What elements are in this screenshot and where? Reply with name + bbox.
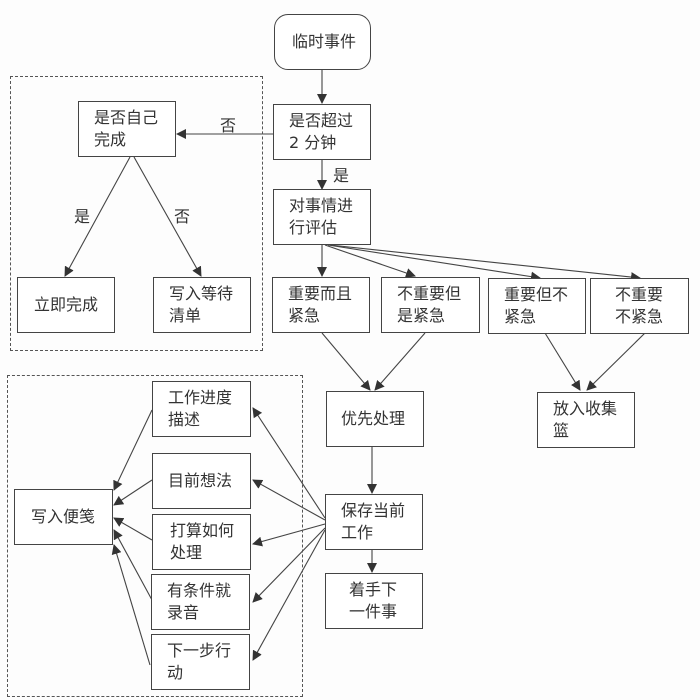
edge-label-yes-mid: 是	[333, 166, 350, 185]
edge-q2-priority	[374, 332, 426, 391]
node-n4: 有条件就 录音	[151, 574, 250, 630]
node-start: 临时事件	[274, 14, 371, 70]
node-basket: 放入收集 篮	[537, 392, 635, 448]
edge-eval-q3	[327, 244, 541, 282]
edge-label-no-right: 否	[174, 207, 191, 226]
node-n1: 工作进度 描述	[152, 381, 251, 437]
edge-n3-note	[113, 517, 153, 541]
edge-save-n4	[252, 527, 326, 603]
node-q2: 不重要但 是紧急	[381, 277, 480, 333]
edge-q1-priority	[321, 332, 371, 391]
node-q3: 重要但不 紧急	[488, 278, 586, 334]
node-q1: 重要而且 紧急	[272, 277, 370, 333]
edge-save-n5	[252, 529, 326, 661]
node-selfdo: 是否自己 完成	[78, 101, 176, 157]
node-evaluate: 对事情进 行评估	[273, 189, 371, 245]
edge-n1-note	[113, 409, 153, 491]
edge-selfdo-waitlist	[133, 156, 202, 277]
edge-eval-q4	[329, 244, 641, 283]
edge-eval-q2	[324, 244, 416, 278]
group-note-items	[7, 375, 303, 697]
group-self-complete	[10, 76, 263, 351]
node-n2: 目前想法	[152, 453, 251, 509]
node-n5: 下一步行 动	[151, 634, 250, 690]
edge-n2-note	[113, 479, 153, 506]
edge-save-n3	[252, 523, 326, 547]
node-donow: 立即完成	[17, 277, 115, 333]
node-n3: 打算如何 处理	[152, 514, 251, 570]
node-priority: 优先处理	[326, 391, 424, 447]
node-save: 保存当前 工作	[325, 494, 423, 550]
node-next: 着手下 一件事	[325, 573, 423, 629]
edge-label-yes-left: 是	[74, 207, 91, 226]
edge-n5-note	[111, 544, 151, 666]
node-over2min: 是否超过 2 分钟	[273, 104, 371, 160]
edge-q3-basket	[544, 332, 581, 391]
node-q4: 不重要 不紧急	[590, 278, 689, 334]
node-waitlist: 写入等待 清单	[153, 277, 251, 333]
edge-save-n1	[252, 407, 326, 519]
edge-label-no-top: 否	[220, 116, 237, 135]
edge-save-n2	[252, 479, 326, 521]
node-note: 写入便笺	[14, 489, 113, 545]
edge-selfdo-donow	[64, 156, 131, 277]
edge-q4-basket	[586, 332, 646, 391]
edge-n4-note	[113, 529, 153, 601]
